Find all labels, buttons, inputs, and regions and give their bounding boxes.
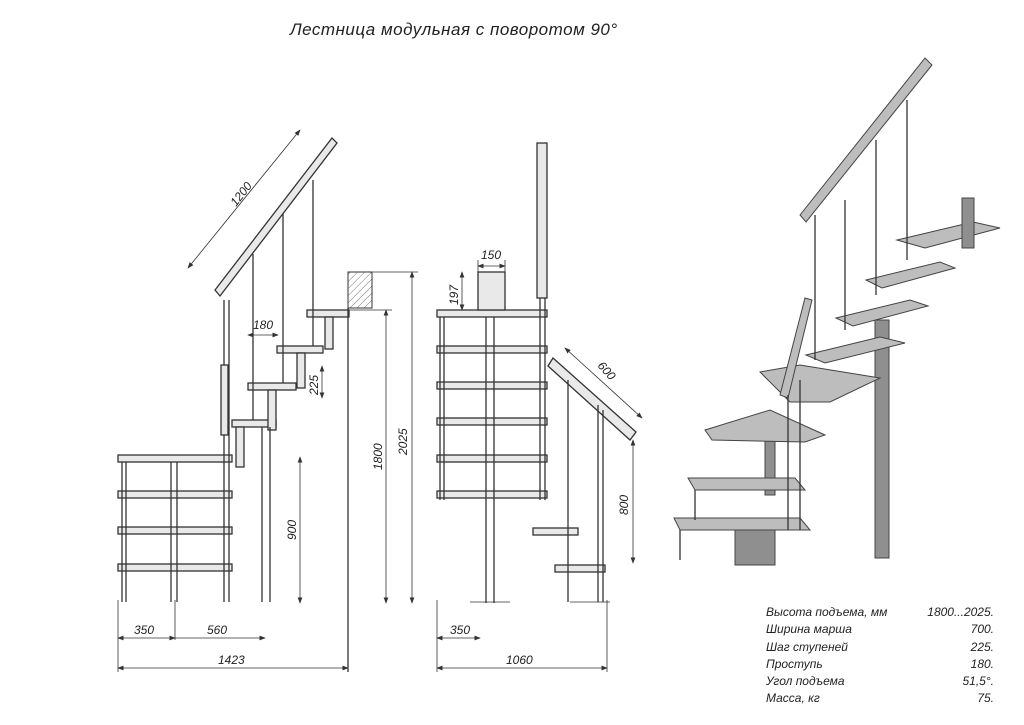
side-view: 1200 180 225 900 1800 2025 350 560 1423 <box>117 129 418 672</box>
handrail <box>214 137 338 298</box>
dim-tread-depth: 180 <box>253 318 273 332</box>
spec-label: Ширина марша <box>766 622 852 637</box>
spec-row: Ширина марша 700. <box>766 621 994 638</box>
dim-width-a: 350 <box>134 623 154 637</box>
dim-plate-height: 197 <box>447 284 461 305</box>
spec-row: Масса, кг 75. <box>766 690 994 707</box>
dim-front-handrail: 600 <box>595 359 619 383</box>
spec-row: Проступь 180. <box>766 656 994 673</box>
dim-front-total: 1060 <box>506 653 533 667</box>
front-view: 150 197 600 800 350 1060 <box>436 142 643 672</box>
spec-value: 225. <box>970 639 994 654</box>
spec-label: Высота подъема, мм <box>766 605 888 619</box>
upper-steps <box>231 180 350 602</box>
spec-value: 700. <box>970 622 994 637</box>
spec-value: 1800...2025. <box>927 605 994 619</box>
dim-lower-height: 900 <box>285 520 299 540</box>
specifications-table: Высота подъема, мм 1800...2025. Ширина ма… <box>766 604 994 708</box>
spec-label: Масса, кг <box>766 691 820 706</box>
dim-railing-height: 800 <box>617 495 631 515</box>
dim-total-length: 1423 <box>218 653 245 667</box>
wall-block <box>347 271 373 309</box>
spec-value: 75. <box>977 691 994 706</box>
spec-label: Проступь <box>766 656 823 671</box>
lower-steps <box>117 300 233 602</box>
spec-row: Угол подъема 51,5°. <box>766 673 994 690</box>
spec-label: Шаг ступеней <box>766 639 848 654</box>
dim-step-height: 225 <box>307 375 321 396</box>
isometric-view <box>673 57 1001 566</box>
spec-label: Угол подъема <box>766 674 845 689</box>
front-handrail <box>547 357 637 441</box>
dim-offset: 350 <box>450 623 470 637</box>
dim-height-max: 2025 <box>396 428 410 456</box>
dim-width-b: 560 <box>207 623 227 637</box>
dim-height-min: 1800 <box>371 443 385 470</box>
spec-row: Высота подъема, мм 1800...2025. <box>766 604 994 621</box>
spec-value: 51,5°. <box>962 674 995 689</box>
spec-value: 180. <box>970 656 994 671</box>
wall-plate <box>477 271 506 311</box>
spec-row: Шаг ступеней 225. <box>766 639 994 656</box>
drawing-title: Лестница модульная с поворотом 90° <box>290 20 618 39</box>
dim-handrail-length: 1200 <box>227 179 255 209</box>
dim-plate-width: 150 <box>481 248 501 262</box>
